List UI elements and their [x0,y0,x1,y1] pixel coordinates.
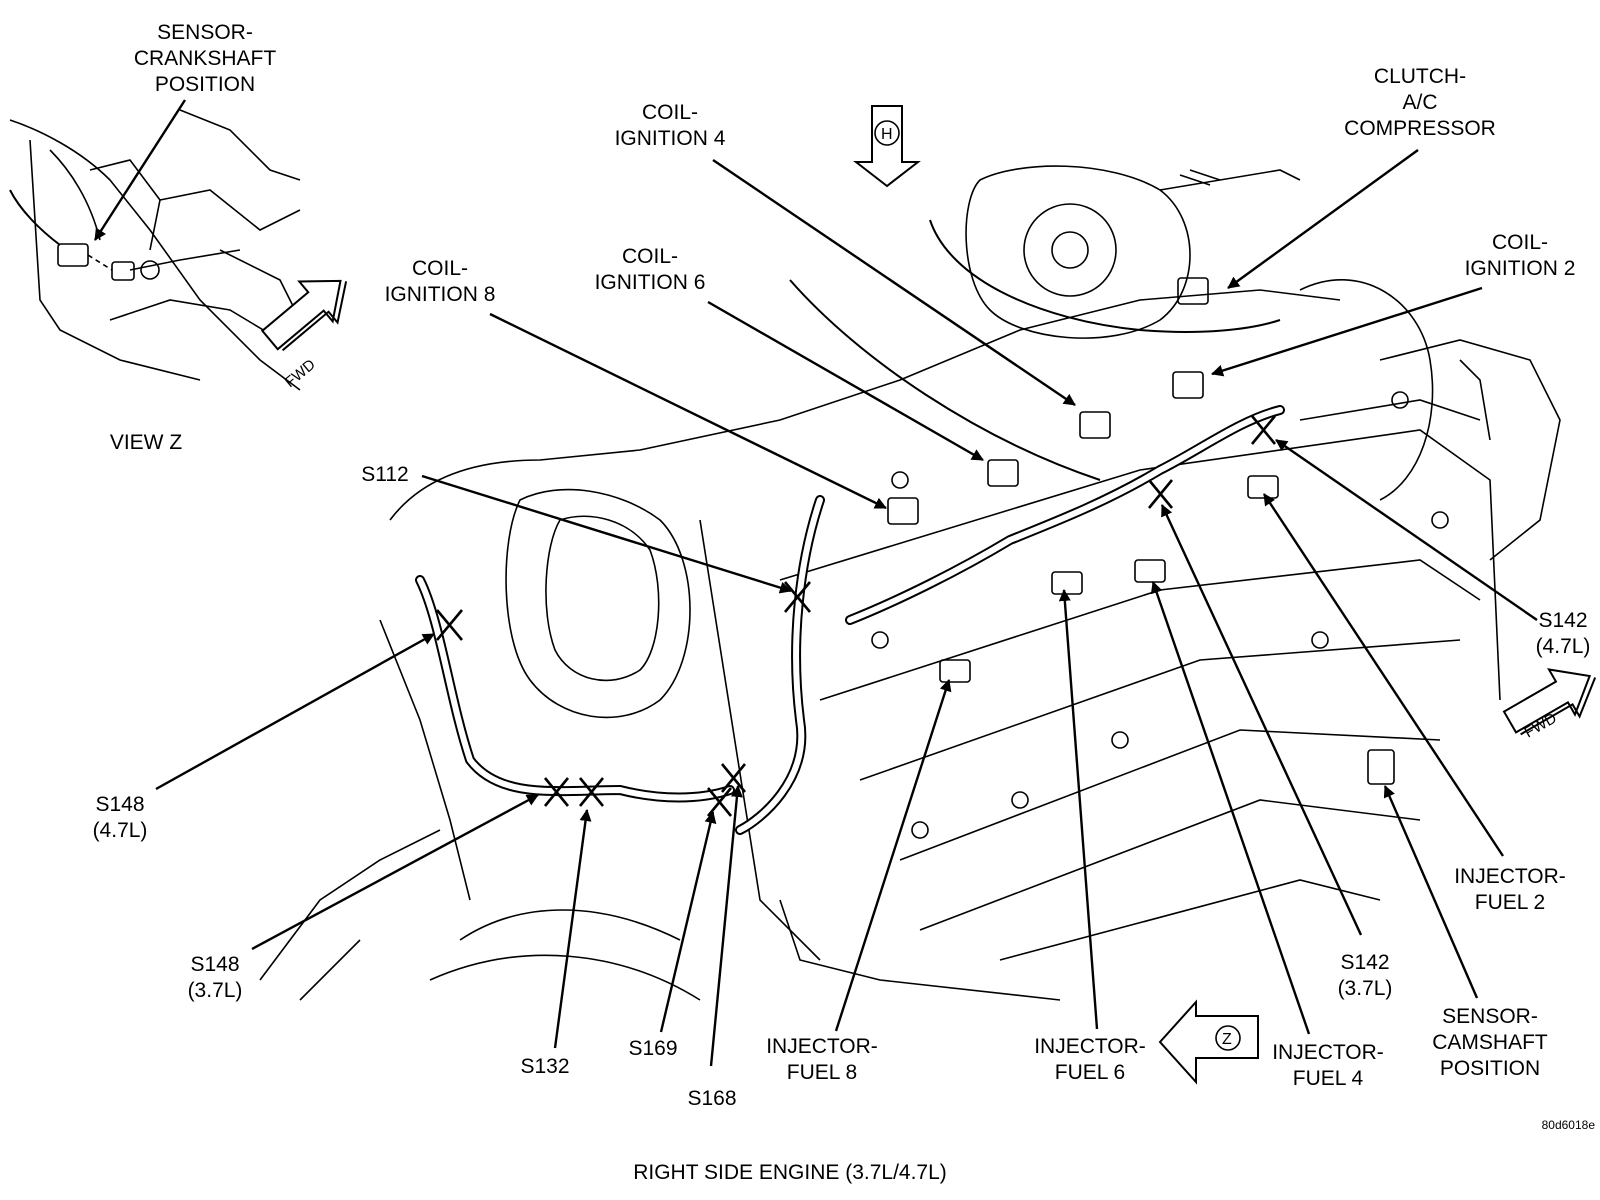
label-s169: S169 [628,1037,678,1060]
leader-s112 [421,474,792,594]
leader-clutch [1227,149,1419,289]
label-line: (4.7L) [1535,635,1591,658]
label-line: A/C [1402,91,1438,114]
fwd-arrow-icon [1502,668,1597,736]
label-coil-ignition-4: COIL- IGNITION 4 [600,100,740,152]
label-line: IGNITION 8 [384,283,496,306]
label-line: CRANKSHAFT [133,47,277,70]
label-injector-fuel-8: INJECTOR- FUEL 8 [752,1034,892,1086]
view-z-arrow-icon [1158,999,1259,1085]
leader-s142-47 [1275,439,1538,621]
leader-coil-6 [707,300,984,462]
label-line: INJECTOR- [1454,865,1566,888]
label-line: COIL- [411,257,468,280]
diagram-caption: RIGHT SIDE ENGINE (3.7L/4.7L) [633,1161,947,1184]
label-line: SENSOR- [157,21,253,44]
label-line: POSITION [154,73,256,96]
label-s142-47l: S142 (4.7L) [1528,608,1598,660]
label-s148-37l: S148 (3.7L) [180,952,250,1004]
label-clutch-ac-compressor: CLUTCH- A/C COMPRESSOR [1330,64,1510,142]
figure-code: 80d6018e [1541,1118,1595,1132]
view-z-inset [9,109,301,391]
label-line: COIL- [1491,231,1548,254]
label-line: IGNITION 4 [614,127,726,150]
label-coil-ignition-8: COIL- IGNITION 8 [370,256,510,308]
label-coil-ignition-6: COIL- IGNITION 6 [580,244,720,296]
label-line: FUEL 8 [786,1061,858,1084]
leader-coil-4 [712,159,1076,406]
leader-s132 [553,809,592,1049]
leader-injector-6 [1058,589,1099,1030]
label-line: FUEL 4 [1292,1067,1364,1090]
label-line: S148 [95,793,145,816]
fwd-arrow-icon [260,279,348,352]
leader-s142-37 [1160,504,1363,936]
label-line: FUEL 6 [1054,1061,1126,1084]
label-line: POSITION [1439,1057,1541,1080]
label-s142-37l: S142 (3.7L) [1330,950,1400,1002]
label-line: (3.7L) [1337,977,1393,1000]
leader-coil-8 [489,312,887,510]
leader-lines [93,99,1538,1067]
fwd-label-1: FWD [282,356,319,391]
label-line: COIL- [621,245,678,268]
view-z-letter: Z [1222,1031,1232,1048]
label-line: CLUTCH- [1373,65,1467,88]
label-line: COIL- [641,101,698,124]
label-line: INJECTOR- [1272,1041,1384,1064]
label-line: (4.7L) [92,819,148,842]
label-line: IGNITION 6 [594,271,706,294]
label-line: S148 [190,953,240,976]
leader-injector-8 [834,679,952,1032]
label-line: COMPRESSOR [1344,117,1496,140]
label-line: SENSOR- [1442,1005,1538,1028]
label-line: INJECTOR- [1034,1035,1146,1058]
engine-line-art [259,165,1561,1001]
label-line: S142 [1538,609,1588,632]
leader-camshaft [1383,785,1479,999]
label-line: INJECTOR- [766,1035,878,1058]
label-sensor-camshaft-position: SENSOR- CAMSHAFT POSITION [1410,1004,1570,1082]
label-sensor-crankshaft: SENSOR- CRANKSHAFT POSITION [125,20,285,98]
view-h-letter: H [881,126,893,143]
leader-coil-2 [1211,286,1483,377]
label-view-z: VIEW Z [109,431,183,454]
leader-s168 [709,785,743,1067]
label-line: IGNITION 2 [1464,257,1576,280]
label-s112: S112 [361,463,409,486]
label-injector-fuel-4: INJECTOR- FUEL 4 [1258,1040,1398,1092]
label-line: CAMSHAFT [1432,1031,1548,1054]
leader-crankshaft [93,99,187,241]
label-coil-ignition-2: COIL- IGNITION 2 [1450,230,1590,282]
leader-s148-37 [251,793,539,951]
view-h-arrow-icon [853,105,921,188]
label-s168: S168 [687,1087,737,1110]
label-s148-47l: S148 (4.7L) [85,792,155,844]
label-injector-fuel-6: INJECTOR- FUEL 6 [1020,1034,1160,1086]
label-line: (3.7L) [187,979,243,1002]
label-line: S142 [1340,951,1390,974]
label-s132: S132 [520,1055,570,1078]
leader-s169 [659,811,717,1033]
leader-injector-2 [1262,493,1505,857]
label-line: FUEL 2 [1474,891,1546,914]
crankshaft-connector [57,243,89,267]
label-injector-fuel-2: INJECTOR- FUEL 2 [1440,864,1580,916]
leader-s148-47 [155,632,435,791]
leader-injector-4 [1150,581,1311,1035]
